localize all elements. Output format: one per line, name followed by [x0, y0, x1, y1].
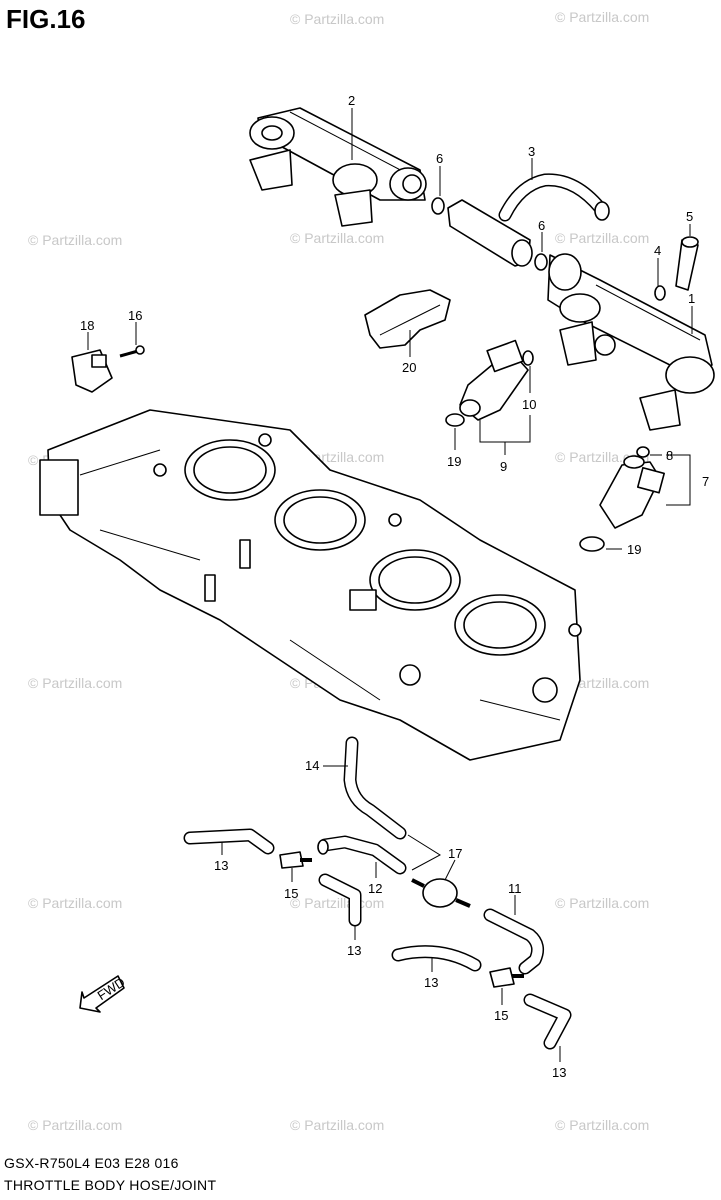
watermark: © Partzilla.com — [28, 232, 122, 248]
callout-label: 5 — [686, 209, 693, 224]
bolt-part-5 — [675, 236, 699, 291]
callout-label: 17 — [448, 846, 462, 861]
watermark: © Partzilla.com — [555, 1117, 649, 1133]
callout-label: 6 — [436, 151, 443, 166]
watermark: © Partzilla.com — [555, 230, 649, 246]
injector-part-9 — [459, 339, 529, 421]
screw-part-16 — [119, 345, 145, 358]
callout-label: 15 — [494, 1008, 508, 1023]
joint-part-15 — [489, 967, 524, 988]
cushion-part-19 — [445, 413, 465, 427]
hose-part-13 — [183, 828, 275, 855]
callout-label: 10 — [522, 397, 536, 412]
throttle-body-assembly — [39, 409, 582, 761]
joint-part-15 — [279, 851, 312, 869]
joint-part-17 — [411, 878, 471, 908]
callout-label: 13 — [424, 975, 438, 990]
fuel-pipe-part-3 — [498, 173, 610, 222]
callout-label: 3 — [528, 144, 535, 159]
hose-part-13 — [391, 945, 482, 972]
o-ring-part-6 — [431, 197, 445, 215]
hose-part-13 — [523, 993, 572, 1050]
model-code-line: GSX-R750L4 E03 E28 016 — [4, 1155, 179, 1171]
watermark: © Partzilla.com — [555, 9, 649, 25]
callout-label: 16 — [128, 308, 142, 323]
watermark: © Partzilla.com — [555, 895, 649, 911]
o-ring-part-10 — [522, 350, 534, 366]
section-title: THROTTLE BODY HOSE/JOINT — [4, 1177, 217, 1193]
fwd-arrow-text: FWD — [95, 974, 128, 1003]
callout-label: 11 — [508, 881, 522, 896]
watermark: © Partzilla.com — [28, 675, 122, 691]
watermark: © Partzilla.com — [28, 1117, 122, 1133]
callout-label: 18 — [80, 318, 94, 333]
washer-part-4 — [654, 285, 666, 301]
watermark: © Partzilla.com — [290, 11, 384, 27]
fwd-direction-arrow: FWD — [79, 974, 128, 1013]
callout-label: 15 — [284, 886, 298, 901]
callout-label: 9 — [500, 459, 507, 474]
callout-label: 14 — [305, 758, 319, 773]
injector-part-7 — [599, 455, 665, 529]
o-ring-part-8 — [636, 446, 650, 458]
clamp-part-20 — [364, 289, 451, 349]
cushion-part-19 — [579, 536, 605, 552]
callout-label: 19 — [447, 454, 461, 469]
callout-label: 12 — [368, 881, 382, 896]
callout-label: 4 — [654, 243, 661, 258]
callout-label: 1 — [688, 291, 695, 306]
o-ring-part-6 — [534, 253, 548, 271]
callout-label: 19 — [627, 542, 641, 557]
leader-lines — [87, 108, 693, 1062]
hose-part-12 — [317, 835, 407, 875]
sensor-part-18 — [71, 349, 113, 393]
figure-title: FIG.16 — [6, 4, 86, 34]
watermark: © Partzilla.com — [290, 230, 384, 246]
callout-label: 7 — [702, 474, 709, 489]
hose-part-13 — [318, 873, 362, 927]
callout-label: 13 — [552, 1065, 566, 1080]
watermark: © Partzilla.com — [28, 895, 122, 911]
joint-pipe — [447, 199, 533, 267]
callout-labels: 2 6 3 6 5 4 1 18 16 20 10 19 9 8 7 19 14… — [80, 93, 709, 1080]
callout-label: 13 — [214, 858, 228, 873]
callout-label: 8 — [666, 448, 673, 463]
callout-label: 6 — [538, 218, 545, 233]
callout-label: 13 — [347, 943, 361, 958]
hose-part-14 — [343, 736, 407, 840]
callout-label: 20 — [402, 360, 416, 375]
watermark: © Partzilla.com — [290, 895, 384, 911]
fuel-rail-lower-part-1 — [547, 253, 715, 431]
callout-label: 2 — [348, 93, 355, 108]
fuel-rail-upper-part-2 — [249, 107, 427, 227]
hose-part-11 — [483, 908, 545, 975]
watermark: © Partzilla.com — [290, 1117, 384, 1133]
